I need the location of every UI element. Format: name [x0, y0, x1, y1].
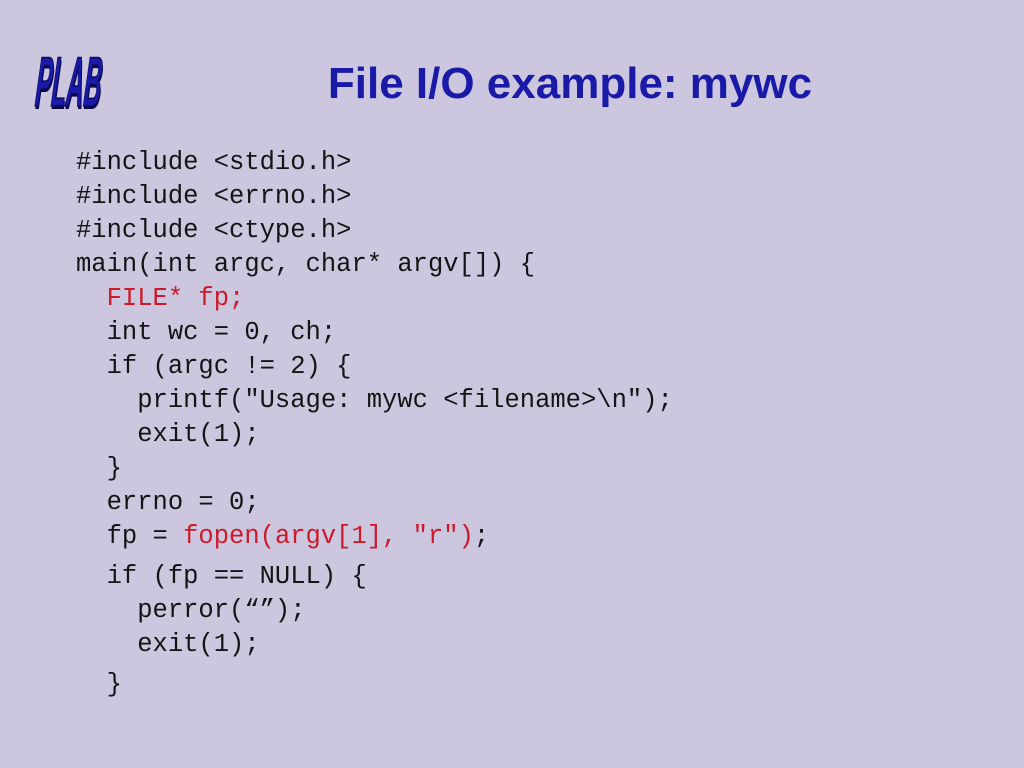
code-highlight: fopen(argv[1], "r") [183, 522, 474, 551]
code-line: if (fp == NULL) { [76, 560, 673, 594]
code-text: #include <errno.h> [76, 182, 352, 211]
plab-logo-shadow: PLAB [31, 47, 108, 124]
code-text [76, 284, 107, 313]
code-highlight: FILE* fp; [106, 284, 245, 313]
code-text: if (fp == NULL) { [76, 562, 367, 591]
code-text: #include <ctype.h> [76, 216, 352, 245]
code-line: errno = 0; [76, 486, 673, 520]
code-line: perror(“”); [76, 594, 673, 628]
code-line: exit(1); [76, 418, 673, 452]
code-line: main(int argc, char* argv[]) { [76, 248, 673, 282]
code-line: if (argc != 2) { [76, 350, 673, 384]
code-line: #include <ctype.h> [76, 214, 673, 248]
plab-logo: PLAB PLAB [30, 43, 108, 124]
code-text: perror(“”); [76, 596, 306, 625]
code-text: } [76, 454, 122, 483]
code-text: } [76, 670, 122, 699]
code-line: #include <stdio.h> [76, 146, 673, 180]
code-text: exit(1); [76, 630, 260, 659]
code-block: #include <stdio.h> #include <errno.h> #inc… [76, 146, 673, 702]
code-text: printf("Usage: mywc <filename>\n"); [76, 386, 673, 415]
code-line: fp = fopen(argv[1], "r"); [76, 520, 673, 554]
code-text: errno = 0; [76, 488, 260, 517]
plab-logo-text: PLAB [31, 44, 108, 122]
code-text: int wc = 0, ch; [76, 318, 337, 347]
code-text: exit(1); [76, 420, 260, 449]
slide-title: File I/O example: mywc [327, 59, 813, 108]
code-text: fp = [76, 522, 184, 551]
code-text: main(int argc, char* argv[]) { [76, 250, 536, 279]
code-line: exit(1); [76, 628, 673, 662]
code-line: } [76, 668, 673, 702]
code-line: FILE* fp; [76, 282, 673, 316]
code-text: ; [473, 522, 490, 551]
code-line: } [76, 452, 673, 486]
code-text: #include <stdio.h> [76, 148, 352, 177]
code-line: printf("Usage: mywc <filename>\n"); [76, 384, 673, 418]
code-text: if (argc != 2) { [76, 352, 352, 381]
code-line: #include <errno.h> [76, 180, 673, 214]
code-line: int wc = 0, ch; [76, 316, 673, 350]
